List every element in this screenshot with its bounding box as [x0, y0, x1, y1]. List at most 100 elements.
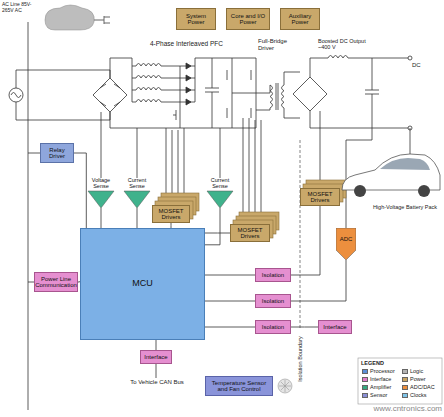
shape-fill: [124, 191, 150, 208]
stage-label: Full-Bridge Driver: [258, 38, 298, 51]
connector-line: [291, 327, 318, 328]
pfc-inductor: [132, 76, 195, 79]
connector-line: [74, 153, 86, 228]
dc-terminal: [408, 56, 412, 60]
pfc-diode: [186, 63, 191, 105]
pfc-mosfet: [173, 66, 180, 128]
node-text: Temperature Sensor and Fan Control: [206, 380, 272, 393]
sine-mark: [11, 93, 21, 98]
vehicle-wheel: [418, 185, 430, 197]
connector-line: [205, 233, 230, 234]
connector-line: [205, 327, 255, 328]
bus-label: To Vehicle CAN Bus: [128, 379, 186, 386]
ac-line-wire: [28, 22, 29, 410]
legend-text: Clocks: [410, 393, 427, 399]
dc-bus: [195, 58, 256, 102]
node-text: MOSFET Drivers: [231, 227, 269, 240]
node-text: ADC: [340, 236, 353, 242]
watermark: www.cntronics.com: [340, 405, 442, 414]
bulk-capacitor: [205, 58, 219, 128]
connector-line: [205, 301, 255, 302]
legend-swatch: [402, 385, 408, 390]
gate-drive-wire: [166, 128, 184, 193]
terminal-label: DC: [412, 62, 432, 69]
node-text: Interface: [323, 324, 346, 330]
bridge-rectifier: [93, 78, 127, 112]
transformer-secondary: [282, 85, 285, 108]
legend-text: Logic: [410, 369, 423, 375]
power-box: Auxiliary Power: [280, 8, 320, 30]
sense-amplifier: Current Sense: [203, 178, 237, 208]
legend-swatch: [402, 369, 408, 374]
isolation-box: Isolation: [255, 320, 291, 334]
legend-text: ADC/DAC: [410, 385, 435, 391]
battery-label: High-Voltage Battery Pack: [368, 204, 442, 210]
connector-line: [291, 260, 346, 301]
battery-wire: [410, 128, 411, 158]
power-box: Core and I/O Power: [226, 8, 270, 30]
connector-line: [137, 208, 138, 228]
can-bus-wire: [156, 364, 157, 378]
legend-text: Power: [410, 377, 426, 383]
shape-fill: [336, 228, 356, 260]
output-rectifier: [293, 77, 327, 111]
output-capacitor: [365, 58, 379, 128]
mosfet-driver-box: MOSFET Drivers: [230, 224, 270, 242]
output-bus: [310, 56, 410, 129]
pfc-inductor: [132, 100, 195, 103]
legend-text: Sensor: [370, 393, 387, 399]
fan-blade: [279, 380, 291, 392]
node-text: Current Sense: [203, 178, 237, 190]
node-text: Isolation: [262, 298, 284, 304]
gate-drive-wire: [320, 111, 321, 180]
mcu-box: MCU: [80, 228, 205, 340]
power-box: System Power: [176, 8, 216, 30]
node-text: Voltage Sense: [84, 178, 118, 190]
stage-label: Boosted DC Output ~400 V: [318, 38, 378, 50]
charger-plug-icon: [45, 5, 94, 30]
legend-swatch: [362, 369, 368, 374]
node-text: MOSFET Drivers: [301, 191, 339, 204]
transformer-core: [276, 83, 278, 110]
node-text: Isolation: [262, 324, 284, 330]
isolation-boundary-label: Isolation Boundary: [297, 329, 303, 389]
node-text: Auxiliary Power: [281, 13, 319, 26]
node-text: Current Sense: [120, 178, 154, 190]
input-spec-label: AC Line 85V-265V AC: [2, 2, 42, 13]
node-text: Core and I/O Power: [227, 13, 269, 26]
legend-swatch: [362, 385, 368, 390]
shape-fill: [88, 191, 114, 208]
mosfet-driver-box: MOSFET Drivers: [152, 205, 190, 223]
node-text: System Power: [177, 13, 215, 26]
stage-label: 4-Phase Interleaved PFC: [150, 40, 242, 47]
sense-amplifier: Current Sense: [120, 178, 154, 208]
pentagon-outline: [336, 228, 356, 260]
connector-line: [171, 223, 172, 228]
mosfet-driver-box: MOSFET Drivers: [300, 188, 340, 206]
vehicle-illustration: [342, 154, 440, 190]
connector-line: [205, 208, 220, 245]
vehicle-wheel: [354, 185, 366, 197]
isolation-box: Isolation: [255, 294, 291, 308]
isolation-boundary-line: [300, 140, 301, 328]
legend-text: Amplifier: [370, 385, 391, 391]
interface-box: Power Line Communication: [34, 272, 78, 292]
primary-wire: [232, 85, 270, 110]
relay-wire: [28, 153, 40, 154]
pfc-inductor: [132, 88, 195, 91]
pfc-input-bus: [110, 58, 132, 102]
node-text: Relay Driver: [41, 147, 73, 160]
isolation-box: Isolation: [255, 268, 291, 282]
shape-fill: [207, 191, 233, 208]
fan-icon: [278, 379, 292, 393]
plug-cable: [94, 16, 110, 24]
connector-line: [291, 206, 320, 275]
node-text: MCU: [132, 279, 153, 288]
node-text: MOSFET Drivers: [153, 208, 189, 221]
connector-line: [101, 208, 102, 228]
transformer-primary: [270, 85, 273, 108]
temperature-control-box: Temperature Sensor and Fan Control: [205, 376, 273, 396]
adc-block: ADC: [336, 228, 356, 260]
